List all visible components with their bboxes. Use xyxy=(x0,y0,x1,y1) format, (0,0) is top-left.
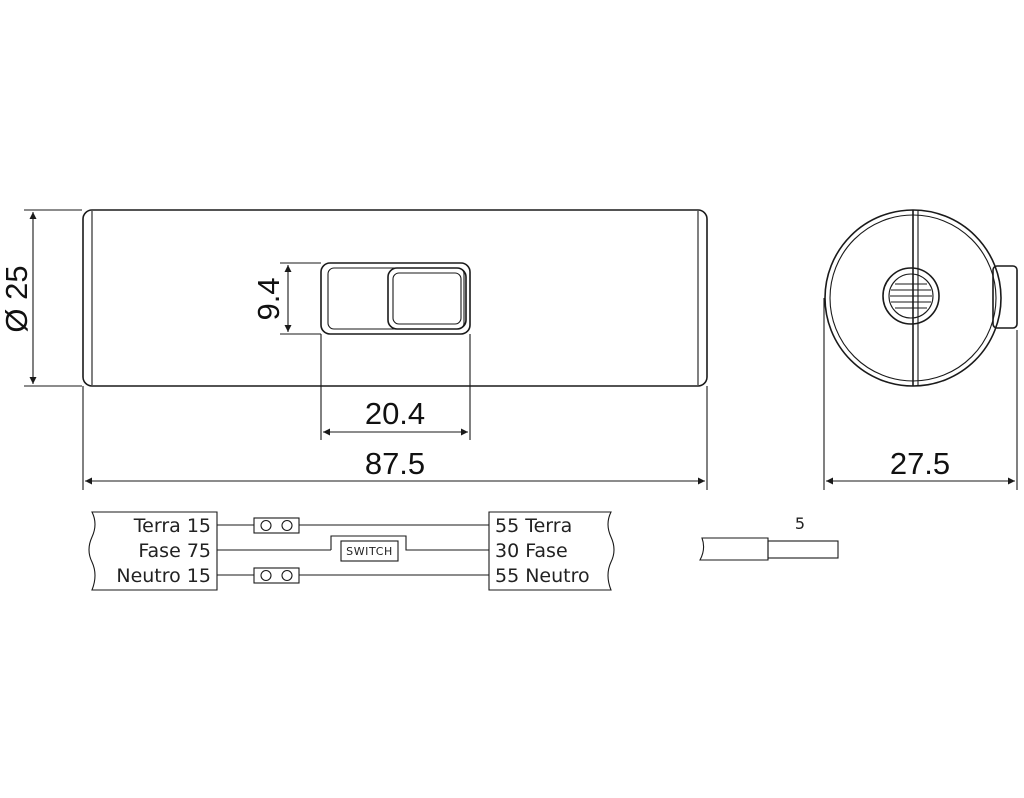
left-label-terra: Terra 15 xyxy=(133,515,211,537)
dimension-switch-width: 20.4 xyxy=(320,334,471,440)
right-label-fase: 30 Fase xyxy=(495,540,568,562)
cable-hole-hatch xyxy=(890,283,932,309)
fase-wire-right xyxy=(330,535,489,551)
wire-insulation xyxy=(699,537,769,561)
end-cap-tab xyxy=(992,265,1018,329)
cable-hole-inner xyxy=(888,273,934,319)
body-length-label: 87.5 xyxy=(365,446,425,481)
dimension-body-length: 87.5 xyxy=(82,386,708,490)
switch-width-label: 20.4 xyxy=(365,396,425,431)
wiring-diagram: Terra 15 Fase 75 Neutro 15 55 Terra 30 F… xyxy=(88,511,615,591)
side-width-label: 27.5 xyxy=(890,446,950,481)
right-label-neutro: 55 Neutro xyxy=(495,565,590,587)
wire-stripped-end xyxy=(767,540,839,559)
right-cable-outline xyxy=(488,511,615,591)
wire-strip-detail: 5 xyxy=(699,514,839,561)
switch-label: SWITCH xyxy=(346,545,393,558)
right-label-terra: 55 Terra xyxy=(495,515,572,537)
switch-track xyxy=(327,267,465,330)
switch-knob xyxy=(387,267,467,330)
dimension-side-width: 27.5 xyxy=(823,298,1018,490)
switch-symbol xyxy=(340,540,399,562)
switch-housing xyxy=(320,262,471,335)
side-view xyxy=(824,209,1018,387)
cable-hole-outer xyxy=(882,267,940,325)
switch-height-label: 9.4 xyxy=(251,277,286,320)
left-cable-outline xyxy=(88,511,218,591)
switch-knob-inner xyxy=(392,272,462,325)
diameter-label: Ø 25 xyxy=(0,265,34,332)
front-view xyxy=(82,209,708,387)
cylinder-body xyxy=(82,209,708,387)
dimension-switch-height: 9.4 xyxy=(251,262,321,335)
left-label-neutro: Neutro 15 xyxy=(116,565,211,587)
dimension-diameter: Ø 25 xyxy=(0,209,82,387)
strip-length-label: 5 xyxy=(795,514,805,533)
left-label-fase: Fase 75 xyxy=(138,540,211,562)
